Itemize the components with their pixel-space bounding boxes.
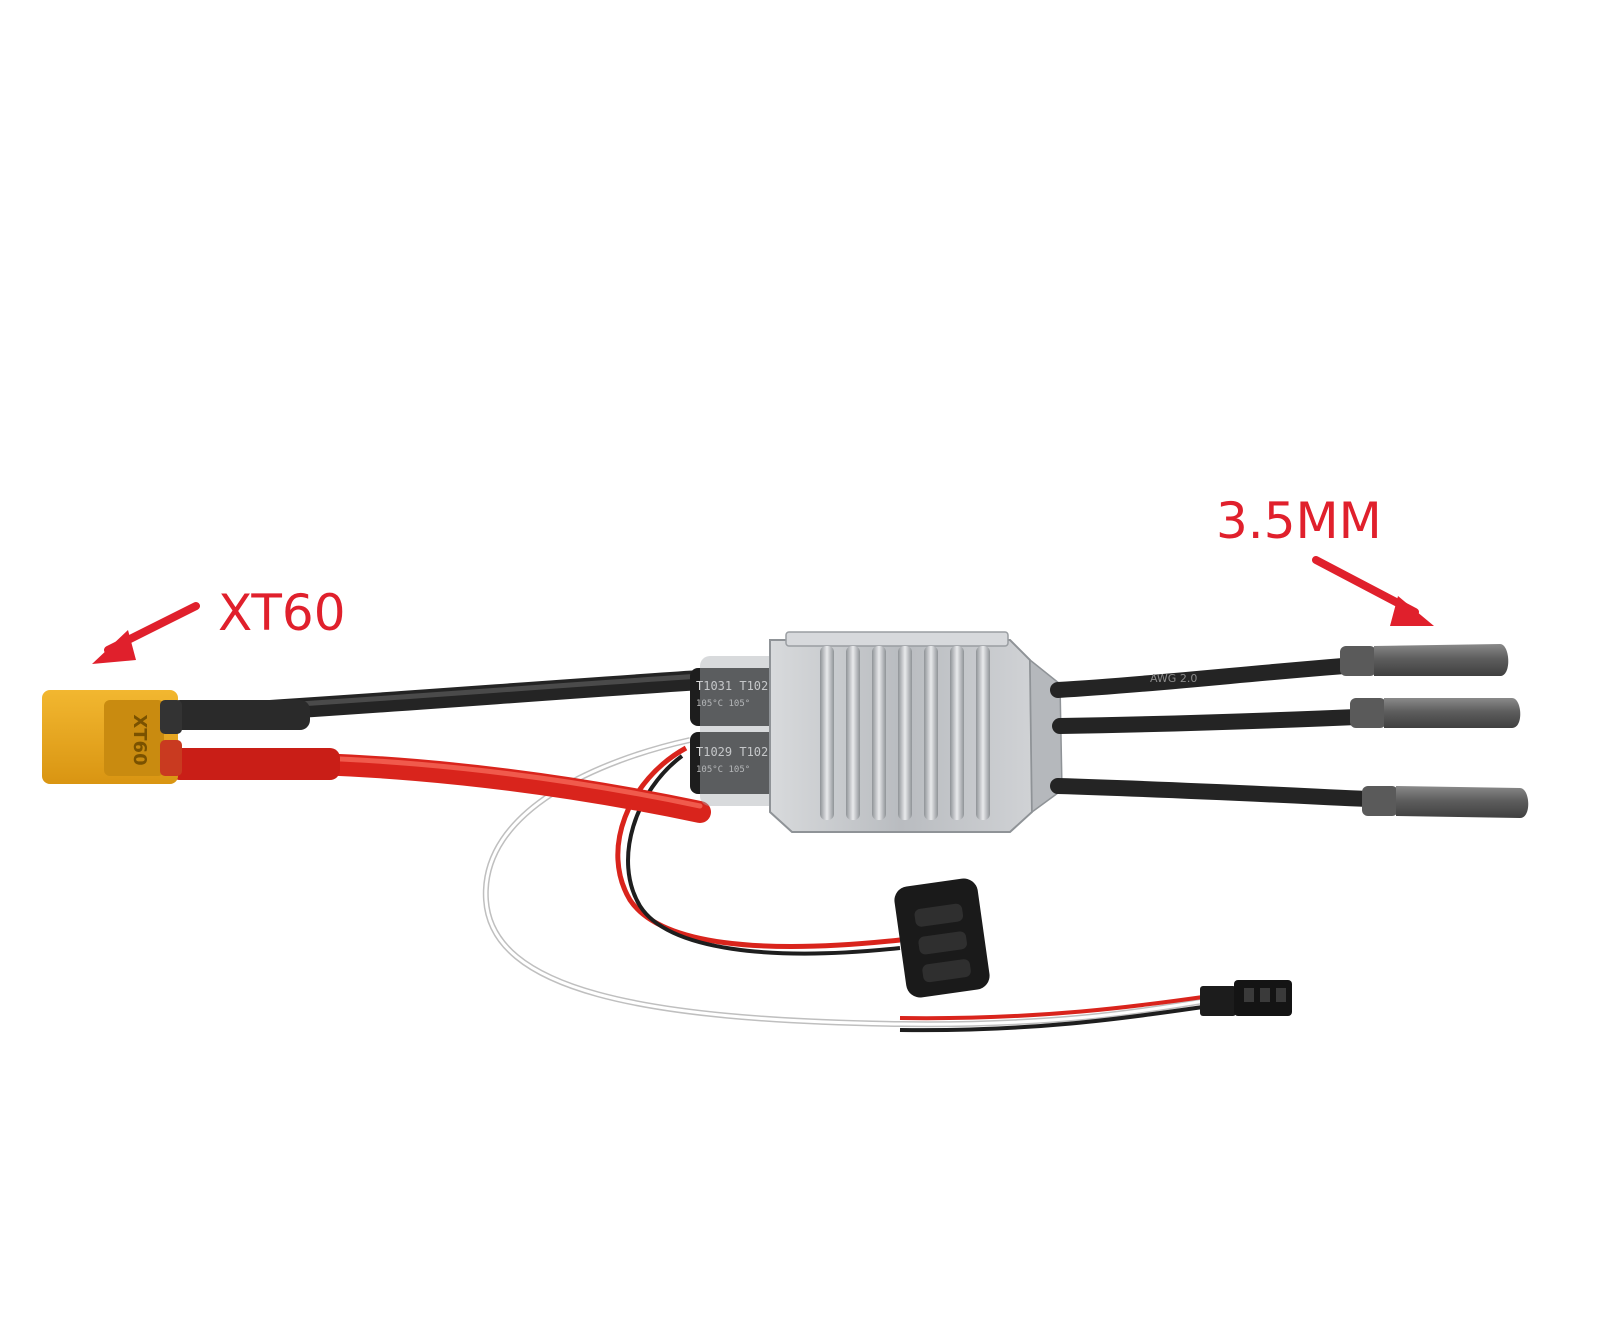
capacitor-bank: T1031 T102 105°C 105° T1029 T1029 105°C … xyxy=(690,656,790,806)
svg-text:105°C 105°: 105°C 105° xyxy=(696,765,750,775)
bullet-connector xyxy=(1362,786,1529,818)
svg-text:T1031 T102: T1031 T102 xyxy=(696,679,768,693)
bullet-annotation: 3.5MM xyxy=(1216,492,1434,626)
bullet-arrowhead-icon xyxy=(1390,596,1434,626)
svg-text:XT60: XT60 xyxy=(129,714,150,765)
signal-wires xyxy=(482,737,1211,1033)
heatsink-fin xyxy=(872,646,886,820)
heatsink-fin xyxy=(820,646,834,820)
heatsink-fin xyxy=(924,646,938,820)
xt60-label: XT60 xyxy=(218,584,346,642)
receiver-plug xyxy=(1200,980,1292,1016)
svg-text:T1029 T1029: T1029 T1029 xyxy=(696,745,775,759)
bullet-label: 3.5MM xyxy=(1216,492,1382,550)
motor-wires: AWG 2.0 xyxy=(1050,644,1529,818)
bullet-connector xyxy=(1350,698,1521,728)
heatsink-fin xyxy=(846,646,860,820)
heatsink-fin xyxy=(976,646,990,820)
switch-cap xyxy=(894,878,990,998)
bullet-connector xyxy=(1340,644,1509,676)
xt60-arrowhead-icon xyxy=(92,630,136,664)
esc-heatsink xyxy=(769,631,1063,833)
svg-text:AWG 2.0: AWG 2.0 xyxy=(1150,672,1197,685)
battery-wires xyxy=(159,670,711,823)
heatsink-fin xyxy=(898,646,912,820)
heatsink-fin xyxy=(950,646,964,820)
svg-text:105°C 105°: 105°C 105° xyxy=(696,699,750,709)
xt60-annotation: XT60 xyxy=(92,584,346,664)
xt60-connector: XT60 xyxy=(42,690,182,784)
